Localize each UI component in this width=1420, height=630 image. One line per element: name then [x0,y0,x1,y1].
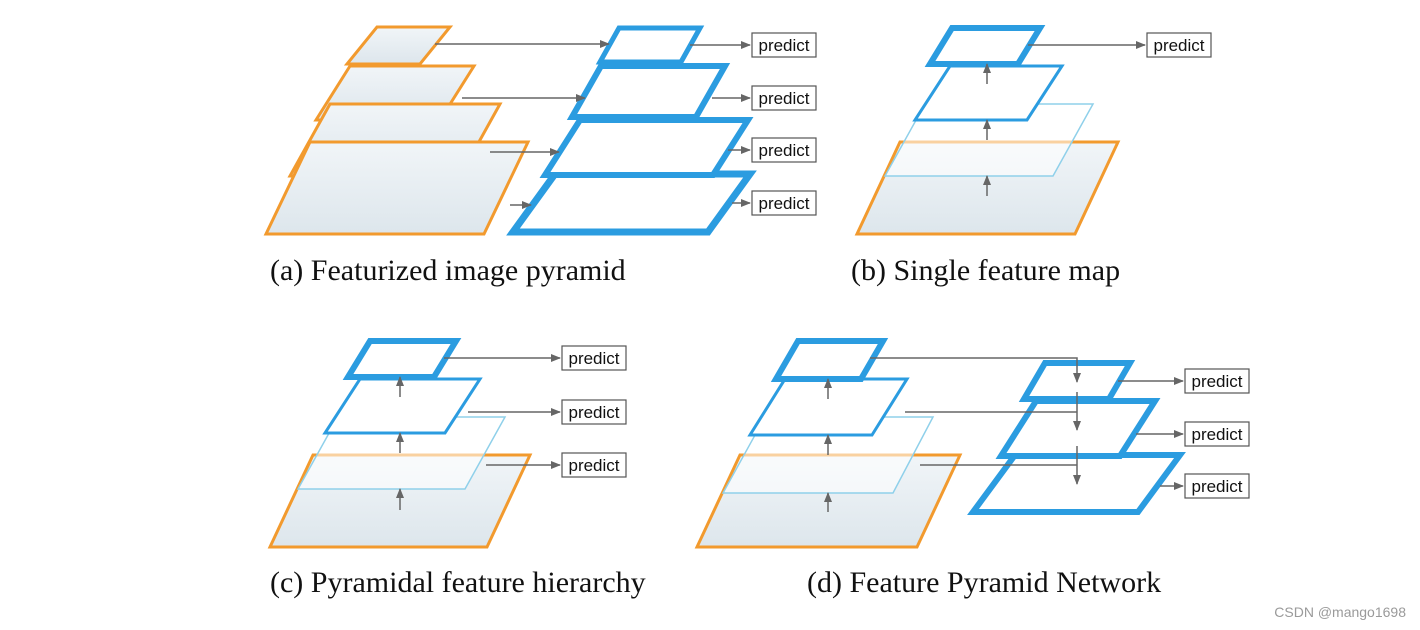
panel-c: predict predict predict (c) Pyramidal fe… [267,338,646,599]
predict-box: predict [751,85,817,111]
feature-map-level-2 [912,64,1065,122]
predict-label: predict [1191,372,1242,391]
feature-map-level-3 [924,25,1046,67]
feature-map-level-3 [342,338,462,380]
predict-label: predict [1191,425,1242,444]
predict-label: predict [758,36,809,55]
feature-map-level-2 [322,377,483,435]
image-level-4 [343,25,454,66]
panel-b: predict (b) Single feature map [851,25,1212,287]
feature-map-level-1 [506,170,757,236]
caption-b: (b) Single feature map [851,254,1120,287]
predict-label: predict [1153,36,1204,55]
predict-label: predict [758,141,809,160]
panel-d: predict predict predict (d) Feature Pyra… [694,338,1250,599]
predict-box: predict [751,190,817,216]
image-level-1 [263,140,531,236]
caption-c: (c) Pyramidal feature hierarchy [270,566,646,599]
top-down-level-2 [995,398,1161,459]
predict-label: predict [1191,477,1242,496]
caption-a: (a) Featurized image pyramid [270,254,626,287]
predict-label: predict [568,456,619,475]
predict-label: predict [568,349,619,368]
predict-label: predict [758,89,809,108]
feature-map-level-3 [566,63,731,120]
predict-label: predict [758,194,809,213]
predict-box: predict [1184,368,1250,394]
predict-box: predict [561,452,627,478]
predict-box: predict [1184,421,1250,447]
caption-d: (d) Feature Pyramid Network [807,566,1161,599]
watermark: CSDN @mango1698 [1274,604,1406,620]
feature-map-level-2 [539,117,754,178]
bottom-up-level-3 [770,338,889,382]
bottom-up-level-2 [747,377,910,437]
predict-box: predict [751,137,817,163]
predict-box: predict [561,345,627,371]
predict-box: predict [1184,473,1250,499]
predict-label: predict [568,403,619,422]
lateral-connection-3 [870,357,1081,383]
predict-box: predict [561,399,627,425]
panel-a: predict predict predict predict (a) Feat… [263,25,817,287]
predict-box: predict [751,32,817,58]
predict-box: predict [1146,32,1212,58]
feature-map-level-4 [595,25,705,65]
